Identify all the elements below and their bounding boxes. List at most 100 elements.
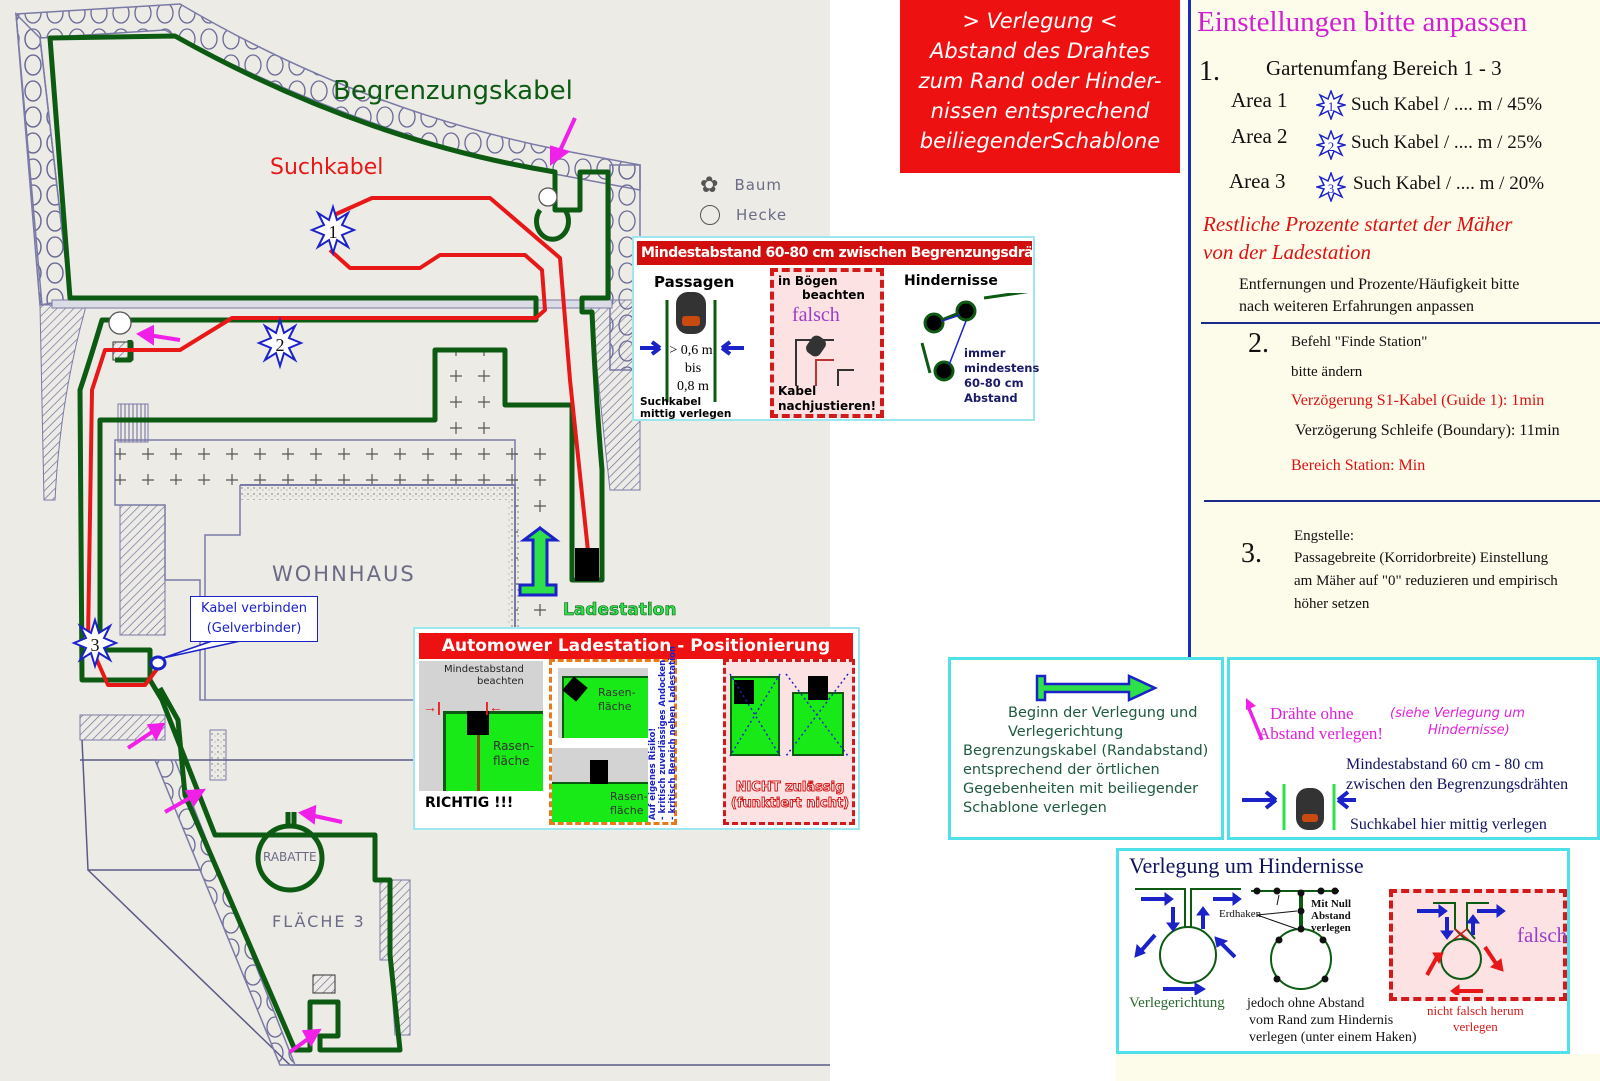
label-text: Mit Null [1311, 898, 1352, 910]
distance-note: Mindestabstand 60 cm - 80 cm [1346, 756, 1544, 773]
measure-text: > 0,6 m [669, 343, 713, 358]
correct-placement-diagram: Mindestabstand beachten Rasen- fläche →|… [419, 661, 543, 791]
station-positioning-panel: Automower Ladestation - Positionierung M… [413, 627, 860, 830]
note-text: mindestens [964, 361, 1040, 375]
lawn-text: Rasen- [493, 739, 534, 753]
area-marker-2: 2 [256, 316, 304, 370]
section-number: 3. [1241, 538, 1262, 569]
curve-illustration [795, 335, 854, 386]
label-text: Abstand [1311, 910, 1351, 922]
garden-plan-drawing: 1 2 3 [15, 3, 830, 1066]
area-label: Area 3 [1229, 169, 1286, 193]
verdict-text: (funktiert nicht) [730, 796, 850, 812]
section-divider [1204, 500, 1600, 502]
charging-station-icon [590, 760, 608, 784]
note-text: - kritisch Bereich neben Ladestation [668, 646, 678, 820]
guide-cable [86, 196, 592, 687]
note-text: immer [964, 346, 1006, 360]
settings-title: Einstellungen bitte anpassen [1197, 6, 1528, 38]
start-text: Verlegerichtung [1008, 724, 1124, 740]
area-2-star-icon: 2 [1316, 130, 1346, 160]
description-text: vom Rand zum Hindernis [1249, 1013, 1394, 1028]
lawn-label: Rasen- fläche [610, 790, 648, 818]
curves-note: Kabel nachjustieren! [778, 384, 876, 414]
area-setting: Such Kabel / .... m / 45% [1351, 94, 1543, 115]
wrong-placement-box: NICHT zulässig (funktiert nicht) [723, 659, 855, 825]
curves-title: in Bögen [778, 274, 838, 288]
passages-title: Passagen [654, 273, 735, 291]
zero-distance-illustration [1251, 887, 1339, 990]
gravel-strip [209, 729, 227, 781]
section2-line: bitte ändern [1291, 364, 1363, 380]
legend-item: ✿ Baum [700, 170, 787, 200]
lawn-text: Rasen- [610, 790, 648, 803]
hint-arrow-icon [1246, 698, 1264, 741]
map-legend: ✿ Baum Hecke [700, 170, 787, 230]
charging-station-icon [467, 711, 489, 735]
section2-line: Befehl "Finde Station" [1291, 334, 1428, 350]
area-3-star-icon: 3 [1316, 172, 1346, 202]
area-marker-1: 1 [309, 203, 357, 257]
lawn-text: fläche [493, 754, 530, 768]
tree-icon: ✿ [700, 172, 719, 197]
legend-item: Hecke [700, 200, 787, 230]
correct-routing-illustration [1134, 888, 1242, 995]
tree-icon [108, 187, 558, 335]
lawn-text: fläche [598, 700, 632, 713]
hedge-border-left [15, 12, 71, 306]
mower-icon [1296, 788, 1324, 830]
lawn-area [443, 711, 543, 791]
walkway [51, 299, 613, 309]
mower-icon [806, 335, 826, 357]
area-label: Area 1 [1231, 88, 1288, 112]
note-text: Kabel [778, 384, 817, 398]
guide-cable-label: Suchkabel [270, 155, 384, 180]
passage-panel-header: Mindestabstand 60-80 cm zwischen Begrenz… [637, 241, 1032, 265]
risky-diagram-2: Rasen- fläche [552, 748, 648, 822]
gel-connector-icon [149, 655, 167, 671]
note-text: Mindestabstand [444, 664, 524, 675]
title-line: nissen entsprechend [930, 99, 1150, 123]
area-label: Area 2 [1231, 124, 1288, 148]
passage-note: Suchkabel mittig verlegen [640, 396, 731, 420]
obstacles-illustration [920, 293, 1029, 382]
area-setting: Such Kabel / .... m / 25% [1351, 132, 1543, 153]
lawn-text: Rasen- [598, 686, 636, 699]
delay-guide-setting: Verzögerung S1-Kabel (Guide 1): 1min [1291, 392, 1545, 409]
boundary-cable [47, 33, 611, 1053]
lawn-label: Rasen- fläche [598, 686, 636, 714]
magenta-note: Drähte ohne [1270, 704, 1354, 723]
area-marker-3: 3 [71, 616, 119, 670]
area-setting: Such Kabel / .... m / 20% [1353, 173, 1545, 194]
title-line: Abstand des Drahtes [930, 39, 1150, 63]
label-text: verlegen [1311, 922, 1351, 934]
start-text: entsprechend der örtlichen [963, 762, 1160, 778]
start-direction-arrow-icon [1035, 674, 1158, 702]
hedge-icon [700, 205, 720, 225]
hook-label: Erdhaken [1219, 908, 1262, 920]
obstacles-note: immer mindestens 60-80 cm Abstand [964, 346, 1039, 406]
magenta-note: Abstand verlegen! [1258, 724, 1384, 743]
right-arrow-icon [720, 340, 744, 356]
svg-text:2: 2 [276, 335, 285, 355]
start-text: Schablone verlegen [963, 800, 1107, 816]
section3-line: Engstelle: [1294, 528, 1354, 544]
house-inner [204, 485, 241, 700]
section-divider [1201, 322, 1600, 324]
legend-label: Hecke [736, 206, 788, 224]
passage-measure: > 0,6 m bis 0,8 m [669, 342, 714, 396]
correct-verdict: RICHTIG !!! [425, 795, 514, 811]
reference-note: Hindernisse) [1428, 723, 1510, 738]
legend-label: Baum [734, 176, 783, 194]
charging-station-icon [734, 680, 754, 704]
charging-station-icon [575, 548, 599, 581]
risky-diagram-1: Rasen- fläche [558, 668, 648, 738]
measure-text: 0,8 m [677, 379, 709, 394]
distance-arrow-icon: |← [485, 699, 503, 715]
wire-spacing-panel: Drähte ohne Abstand verlegen! (siehe Ver… [1227, 657, 1600, 840]
remaining-percent-note: Restliche Prozente startet der Mäher [1203, 212, 1513, 236]
hatched-bed [119, 504, 166, 636]
reference-note: (siehe Verlegung um [1390, 706, 1525, 721]
wrong-routing-box: falsch [1389, 889, 1567, 1001]
note-text: Suchkabel [640, 396, 702, 408]
